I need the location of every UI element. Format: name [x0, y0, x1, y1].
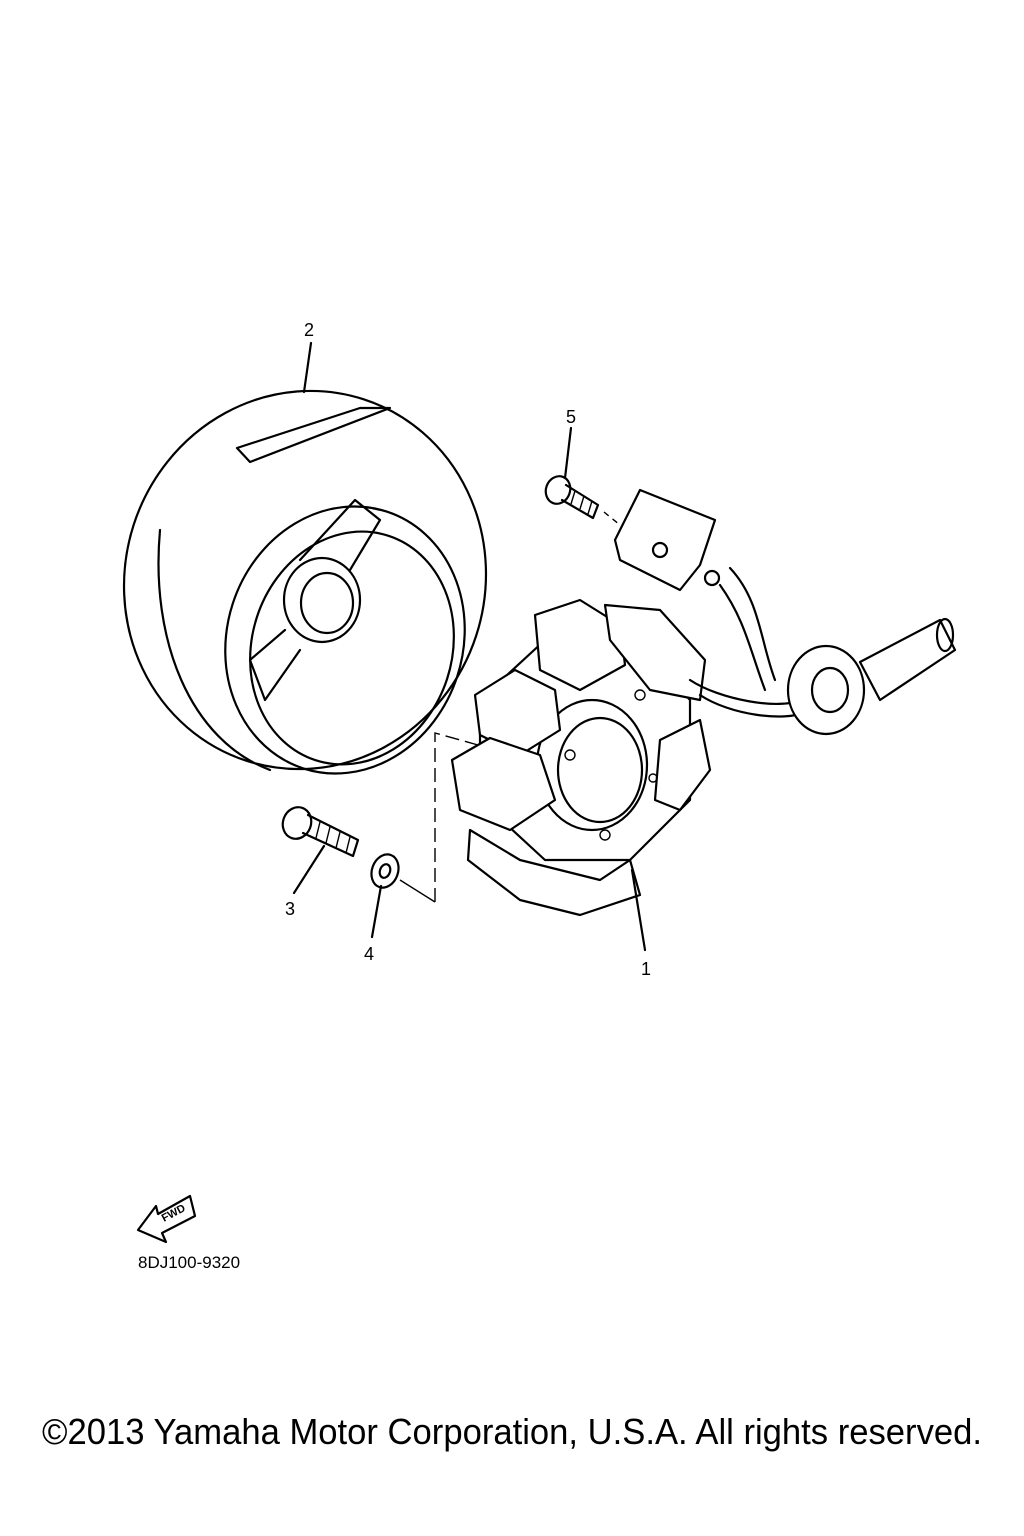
stator-drawing: [450, 598, 712, 917]
callout-4: 4: [364, 944, 374, 964]
washer-4-drawing: [370, 853, 400, 889]
diagram-code: 8DJ100-9320: [138, 1253, 240, 1272]
leader-lines: [292, 341, 647, 952]
callout-3: 3: [285, 899, 295, 919]
screw-5-drawing: [544, 475, 600, 520]
rotor-drawing: [122, 389, 488, 775]
pickup-coil-drawing: [613, 488, 957, 736]
callout-2: 2: [304, 320, 314, 340]
callout-1: 1: [641, 959, 651, 979]
copyright-notice: ©2013 Yamaha Motor Corporation, U.S.A. A…: [42, 1411, 982, 1452]
fwd-arrow-icon: FWD: [136, 1194, 197, 1244]
bolt-3-drawing: [281, 806, 360, 858]
callout-5: 5: [566, 407, 576, 427]
